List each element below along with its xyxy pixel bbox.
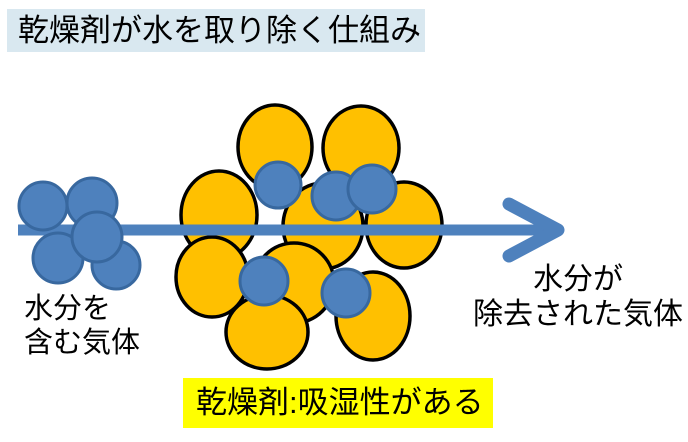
water-molecule-absorbed [238, 255, 290, 307]
page-title: 乾燥剤が水を取り除く仕組み [7, 9, 425, 52]
water-molecule-absorbed [346, 163, 398, 215]
incoming-gas-label-line2: 含む気体 [24, 327, 141, 359]
outgoing-gas-label-line2: 除去された気体 [473, 298, 683, 331]
water-molecule-absorbed [253, 160, 303, 210]
desiccant-caption: 乾燥剤:吸湿性がある [183, 378, 493, 428]
outgoing-gas-label-line1: 水分が [533, 263, 623, 296]
water-molecule-absorbed [320, 267, 372, 319]
incoming-gas-label: 水分を 含む気体 [24, 292, 140, 360]
water-molecule-incoming [17, 180, 69, 232]
incoming-gas-label-line1: 水分を [24, 293, 112, 325]
flow-arrow-head [502, 197, 565, 263]
water-molecule-incoming [70, 210, 124, 264]
outgoing-gas-label: 水分が 除去された気体 [458, 262, 688, 332]
